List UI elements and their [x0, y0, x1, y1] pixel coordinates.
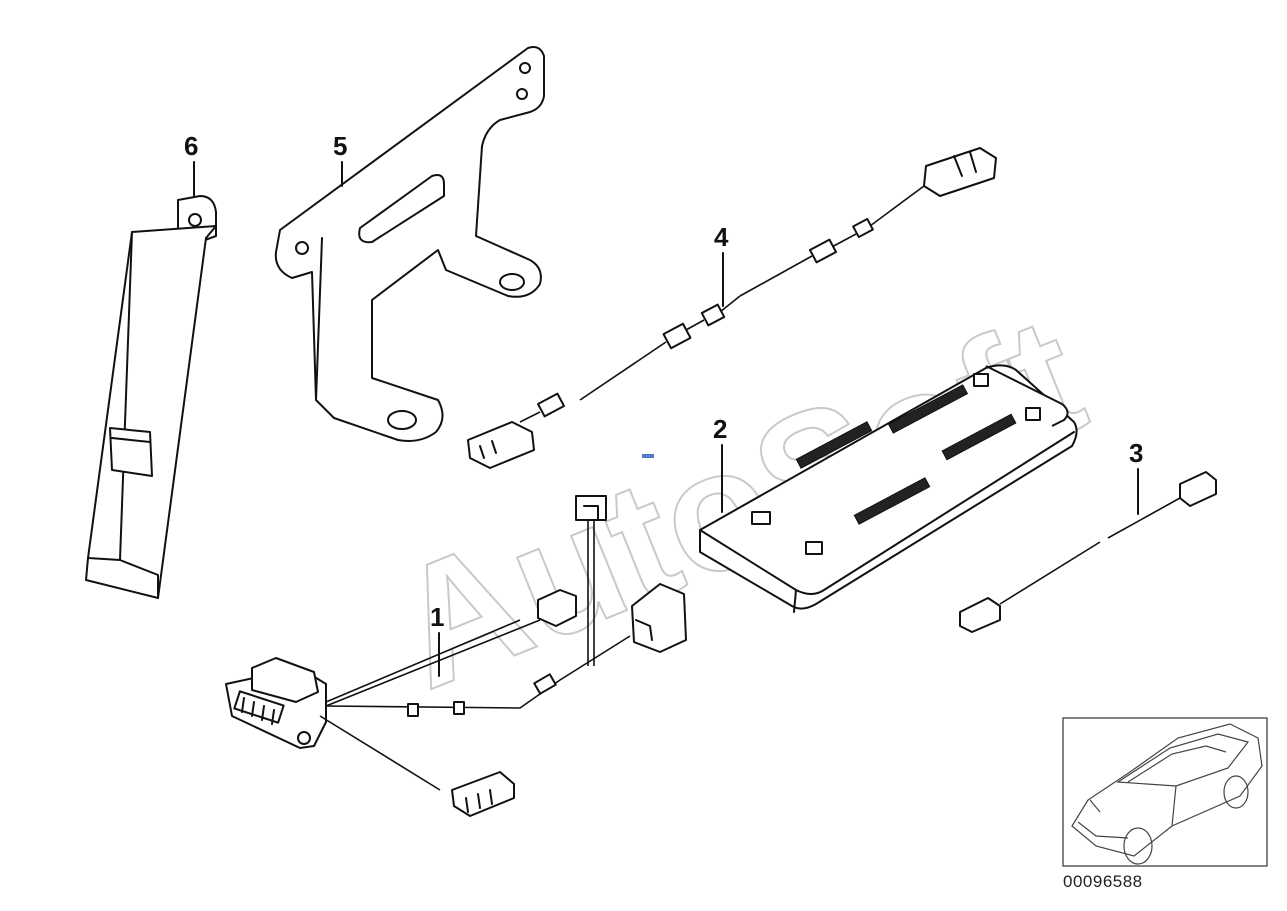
callout-4-label: 4	[714, 222, 729, 252]
callout-1: 1	[430, 602, 444, 677]
callout-6: 6	[184, 131, 198, 197]
watermark-dash	[642, 454, 654, 458]
callout-5-label: 5	[333, 131, 347, 161]
callout-6-label: 6	[184, 131, 198, 161]
part-4-cable	[467, 147, 997, 469]
callout-3: 3	[1129, 438, 1143, 515]
part-5-bracket	[274, 46, 545, 442]
car-icon	[1071, 723, 1263, 865]
watermark: AutoSoft	[370, 280, 1106, 725]
part-6-panel	[85, 195, 217, 599]
callout-2: 2	[713, 414, 727, 513]
part-2-module	[699, 364, 1078, 613]
part-3-cable	[959, 471, 1217, 633]
callout-4: 4	[714, 222, 729, 307]
diagram-part-number: 00096588	[1063, 872, 1143, 891]
part-1-harness	[225, 495, 687, 817]
callout-2-label: 2	[713, 414, 727, 444]
callout-5: 5	[333, 131, 347, 187]
callout-1-label: 1	[430, 602, 444, 632]
vehicle-thumbnail	[1062, 717, 1268, 867]
callout-3-label: 3	[1129, 438, 1143, 468]
